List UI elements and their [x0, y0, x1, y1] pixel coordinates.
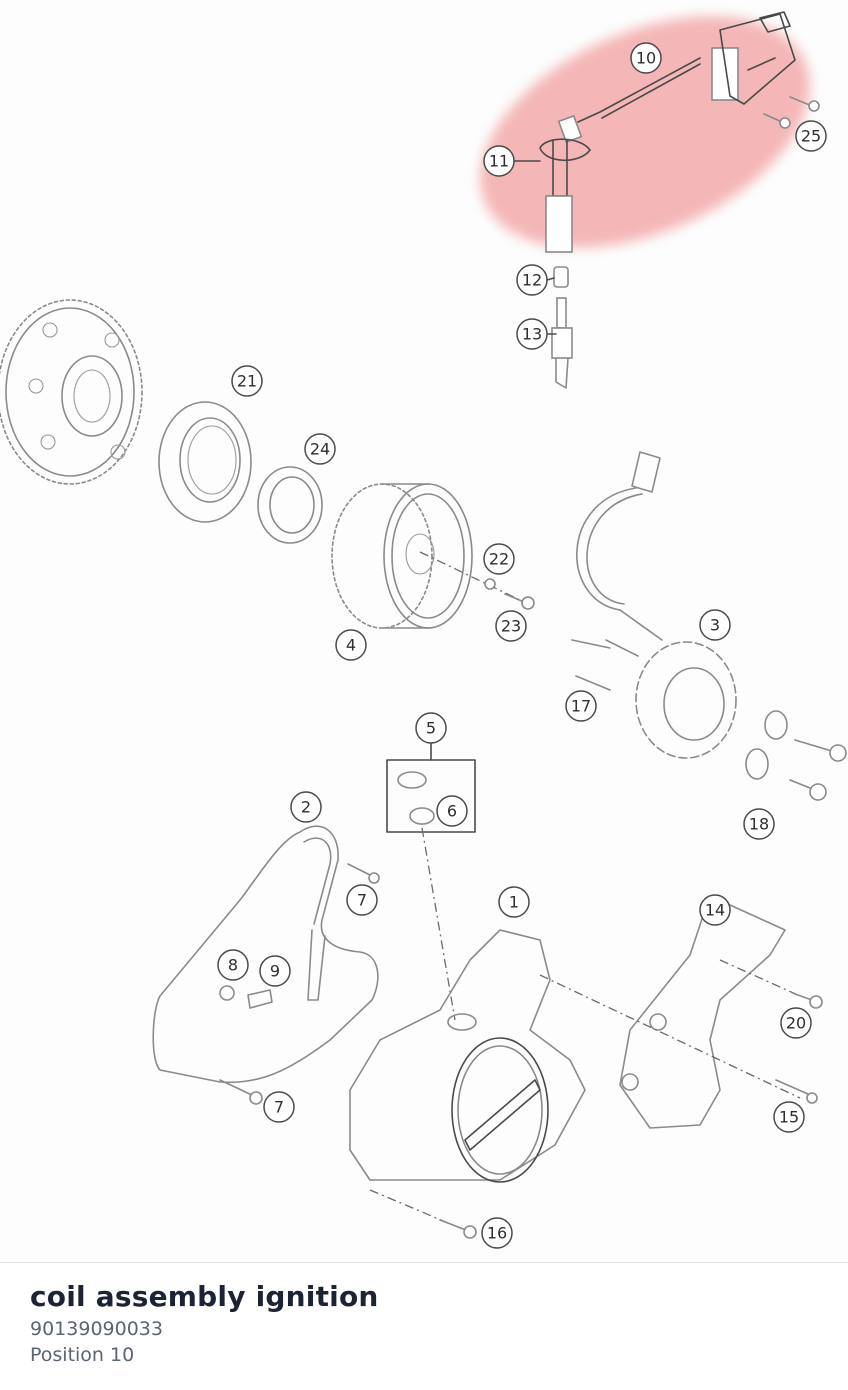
- svg-text:16: 16: [487, 1224, 507, 1243]
- callout-7[interactable]: 7: [346, 884, 378, 916]
- svg-text:15: 15: [779, 1108, 799, 1127]
- callout-4[interactable]: 4: [335, 629, 367, 661]
- svg-text:1: 1: [509, 893, 519, 912]
- svg-text:5: 5: [426, 719, 436, 738]
- rotor[interactable]: [331, 483, 473, 629]
- part-number: 90139090033: [30, 1318, 163, 1340]
- callout-17[interactable]: 17: [565, 690, 597, 722]
- callout-23[interactable]: 23: [495, 610, 527, 642]
- svg-text:17: 17: [571, 697, 591, 716]
- callout-10[interactable]: 10: [630, 42, 662, 74]
- svg-text:21: 21: [237, 372, 257, 391]
- svg-text:12: 12: [522, 271, 542, 290]
- cover-bolts[interactable]: [439, 993, 823, 1239]
- callout-1[interactable]: 1: [498, 886, 530, 918]
- stator-bolts[interactable]: [571, 639, 639, 691]
- callout-25[interactable]: 25: [795, 120, 827, 152]
- rotor-nut[interactable]: [419, 551, 535, 610]
- callout-14[interactable]: 14: [699, 894, 731, 926]
- freewheel-ring[interactable]: [158, 401, 252, 523]
- callout-5[interactable]: 5: [415, 712, 447, 744]
- gasket-bolts[interactable]: [219, 863, 380, 1105]
- callout-18[interactable]: 18: [743, 808, 775, 840]
- spark-plug[interactable]: [551, 266, 573, 389]
- plug-kit-box[interactable]: [386, 742, 476, 1021]
- svg-text:23: 23: [501, 617, 521, 636]
- coil-bolts[interactable]: [763, 96, 820, 129]
- exploded-parts-diagram: 1 2 3 4 5 6 7 7 8 9 10 11 12 13 14 15 16…: [0, 11, 847, 1249]
- svg-text:25: 25: [801, 127, 821, 146]
- callout-6[interactable]: 6: [436, 795, 468, 827]
- svg-text:7: 7: [357, 891, 367, 910]
- bearing[interactable]: [257, 466, 323, 544]
- starter-gear[interactable]: [0, 299, 143, 485]
- sprocket-cover[interactable]: [619, 904, 786, 1129]
- cover-gasket[interactable]: [152, 825, 379, 1084]
- svg-text:20: 20: [786, 1014, 806, 1033]
- callout-15[interactable]: 15: [773, 1101, 805, 1133]
- part-info-panel: coil assembly ignition 90139090033 Posit…: [30, 1278, 379, 1368]
- diagram-svg: 1 2 3 4 5 6 7 7 8 9 10 11 12 13 14 15 16…: [0, 11, 847, 1249]
- svg-text:22: 22: [489, 550, 509, 569]
- stator[interactable]: [576, 451, 737, 759]
- svg-text:10: 10: [636, 49, 656, 68]
- callout-8[interactable]: 8: [217, 949, 249, 981]
- svg-text:9: 9: [270, 962, 280, 981]
- svg-text:6: 6: [447, 802, 457, 821]
- callout-22[interactable]: 22: [483, 543, 515, 575]
- svg-text:7: 7: [274, 1098, 284, 1117]
- svg-text:13: 13: [522, 325, 542, 344]
- callout-21[interactable]: 21: [231, 365, 263, 397]
- generator-cover[interactable]: [349, 929, 586, 1183]
- assembly-line-20: [719, 959, 801, 997]
- part-position: Position 10: [30, 1344, 135, 1366]
- svg-text:14: 14: [705, 901, 725, 920]
- svg-text:8: 8: [228, 956, 238, 975]
- svg-text:2: 2: [301, 798, 311, 817]
- callout-16[interactable]: 16: [481, 1217, 513, 1249]
- svg-text:24: 24: [310, 440, 330, 459]
- callout-2[interactable]: 2: [290, 791, 322, 823]
- svg-text:4: 4: [346, 636, 356, 655]
- callout-12[interactable]: 12: [516, 264, 555, 296]
- callout-3[interactable]: 3: [699, 609, 731, 641]
- callout-7[interactable]: 7: [263, 1091, 295, 1123]
- callout-20[interactable]: 20: [780, 1007, 812, 1039]
- svg-text:11: 11: [489, 152, 509, 171]
- ignition-coil[interactable]: [539, 11, 796, 253]
- small-hardware[interactable]: [219, 985, 273, 1009]
- svg-text:18: 18: [749, 815, 769, 834]
- svg-text:3: 3: [710, 616, 720, 635]
- callout-11[interactable]: 11: [483, 145, 541, 177]
- callout-9[interactable]: 9: [259, 955, 291, 987]
- callout-24[interactable]: 24: [304, 433, 336, 465]
- cover-bolts-washers[interactable]: [745, 710, 847, 801]
- callout-13[interactable]: 13: [516, 318, 557, 350]
- divider: [0, 1262, 848, 1263]
- part-name: coil assembly ignition: [30, 1280, 379, 1313]
